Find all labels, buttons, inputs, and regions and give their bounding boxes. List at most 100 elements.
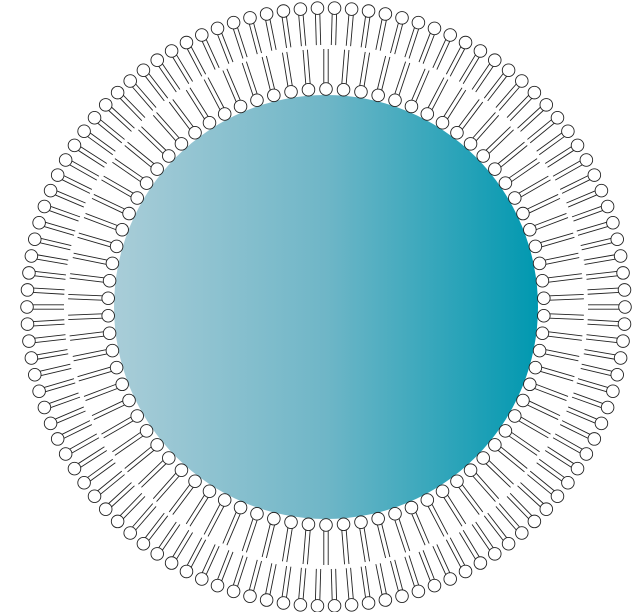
lipid-tail [527,120,551,140]
lipid-tail [238,28,248,57]
lipid-tail [499,87,519,110]
outer-lipid [227,556,247,598]
lipid-tail [588,320,619,322]
lipid-tail [428,78,444,108]
lipid-head [162,452,175,465]
lipid-head [372,89,385,102]
lipid-head [99,503,112,516]
lipid-tail [90,133,115,151]
lipid-head [123,207,136,220]
lipid-tail [266,56,274,89]
lipid-tail [499,504,519,527]
lipid-tail [536,384,568,396]
lipid-tail [507,496,529,518]
outer-lipid [25,350,68,365]
outer-lipid [472,54,501,92]
outer-lipid [244,12,262,55]
lipid-tail [586,271,617,275]
lipid-head [320,519,333,532]
lipid-tail [162,64,180,90]
lipid-head [23,267,36,280]
lipid-head [459,36,472,49]
lipid-tail [132,504,152,527]
lipid-tail [204,504,220,534]
lipid-tail [44,379,74,388]
outer-lipid [68,139,107,167]
inner-lipid [451,99,483,139]
lipid-tail [303,568,306,599]
inner-lipid [372,512,390,558]
lipid-tail [572,206,601,216]
inner-lipid [536,327,582,340]
lipid-tail [78,447,104,464]
lipid-head [379,594,392,607]
lipid-tail [360,52,365,86]
inner-lipid [538,309,584,322]
lipid-tail [78,367,111,376]
inner-lipid [138,452,175,488]
outer-lipid [277,5,291,48]
inner-lipid [169,475,201,515]
lipid-tail [537,133,562,151]
lipid-head [389,94,402,107]
lipid-head [533,344,546,357]
outer-lipid [88,111,124,142]
inner-lipid [533,253,579,269]
lipid-tail [208,78,224,108]
lipid-head [203,485,216,498]
lipid-head [21,318,34,331]
lipid-head [536,327,549,340]
lipid-tail [476,66,494,92]
lipid-tail [566,191,595,203]
lipid-tail [351,568,354,599]
lipid-tail [473,476,496,501]
lipid-head [227,585,240,598]
inner-lipid [92,394,135,419]
lipid-tail [222,552,233,581]
lipid-tail [45,383,75,392]
lipid-tail [568,407,597,419]
lipid-head [488,548,501,561]
outer-lipid [507,86,541,120]
outer-lipid [581,364,624,381]
lipid-tail [123,95,145,117]
lipid-tail [342,530,345,564]
outer-lipid [496,504,528,540]
lipid-tail [548,274,582,278]
outer-lipid [390,560,408,603]
lipid-head [516,75,529,88]
lipid-tail [550,294,584,295]
lipid-tail [331,569,332,600]
lipid-head [111,515,124,528]
lipid-head [285,86,298,99]
lipid-head [489,439,502,452]
lipid-tail [38,354,69,359]
lipid-tail [70,336,104,340]
outer-lipid [577,379,619,398]
lipid-tail [157,112,180,137]
lipid-head [464,138,477,151]
lipid-head [499,177,512,190]
lipid-head [244,12,257,25]
lipid-tail [476,115,499,140]
lipid-head [517,207,530,220]
lipid-tail [548,447,574,464]
lipid-head [21,301,34,314]
outer-lipid [586,267,629,280]
inner-lipid [517,394,560,419]
lipid-tail [282,53,287,87]
inner-lipid [533,344,579,360]
lipid-head [412,585,425,598]
lipid-head [44,417,57,430]
inner-lipid [421,78,448,121]
lipid-tail [169,485,189,512]
lipid-tail [57,411,86,423]
lipid-tail [486,127,511,151]
lipid-head [372,512,385,525]
lipid-tail [123,496,145,518]
lipid-tail [588,292,619,294]
outer-lipid [361,5,375,48]
outer-lipid [311,2,324,45]
inner-lipid [405,501,429,545]
lipid-head [203,116,216,129]
